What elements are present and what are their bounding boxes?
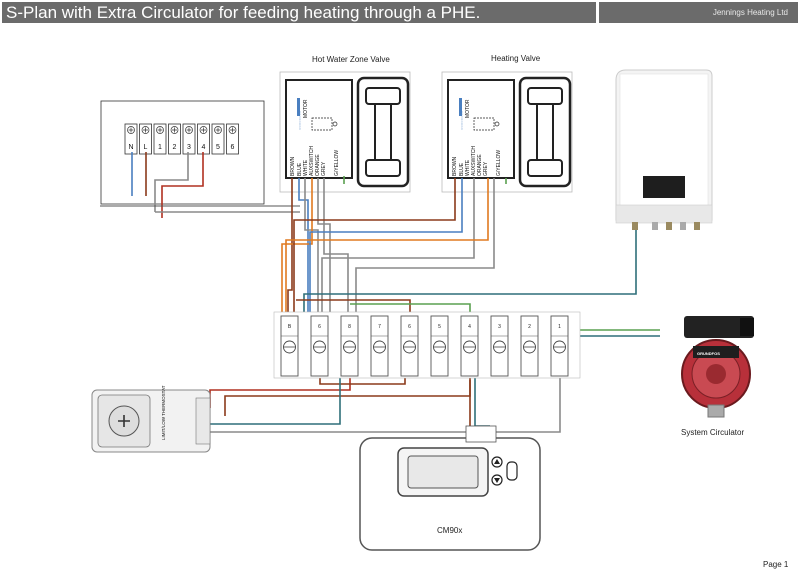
heating-valve: [441, 71, 573, 193]
valve-dots: ○○○○○○○○: [459, 110, 464, 130]
junction-terminal: 3: [490, 315, 509, 377]
valve-wire-label: BROWN: [290, 156, 296, 176]
valve-dots: ○○○○○○○○: [297, 110, 302, 130]
supply-terminal: 3: [182, 123, 196, 155]
valve-wire-label: BLUE: [297, 162, 303, 176]
junction-terminal-label: 6: [318, 324, 321, 330]
valve-wire-label: ORANGE: [477, 154, 483, 176]
supply-terminal-label: L: [144, 144, 148, 151]
supply-terminal: 2: [168, 123, 181, 155]
boiler: [615, 69, 713, 230]
junction-terminal-label: 3: [498, 324, 501, 330]
programmer-label: CM90x: [437, 526, 463, 535]
cm90x-programmer: [359, 425, 541, 551]
junction-terminal: 7: [370, 315, 389, 377]
supply-terminal: 4: [197, 123, 210, 155]
circulator-label: System Circulator: [681, 428, 745, 437]
supply-terminal-label: 6: [231, 144, 235, 151]
junction-strip: B 6 8 7 6 5 4 3 2 1: [273, 311, 581, 379]
valve-motor-label: MOTOR: [303, 99, 309, 118]
supply-terminal: N: [124, 123, 138, 155]
junction-terminal-label: B: [288, 324, 292, 330]
junction-terminal: B: [280, 315, 299, 377]
thermostat-label: LIMIT/LOW THERMOSTAT: [161, 385, 166, 440]
valve-wire-label: GREY: [321, 161, 327, 176]
junction-terminal-label: 4: [468, 324, 471, 330]
junction-terminal-label: 5: [438, 324, 441, 330]
valve-wire-label: ORANGE: [315, 154, 321, 176]
supply-terminal-label: 4: [202, 144, 206, 151]
junction-terminal: 2: [520, 315, 539, 377]
heating-valve-label: Heating Valve: [491, 54, 541, 63]
valve-wire-label: G/YELLOW: [334, 150, 340, 176]
junction-terminal-label: 7: [378, 324, 381, 330]
supply-terminal-label: 2: [173, 144, 177, 151]
supply-terminal: 5: [211, 123, 225, 155]
valve-motor-label: MOTOR: [465, 99, 471, 118]
junction-terminal: 6: [310, 315, 329, 377]
valve-wire-label: WHITE: [465, 159, 471, 176]
valve-wire-label: AUXSWITCH: [471, 146, 477, 176]
junction-terminal: 8: [340, 315, 359, 377]
supply-terminal: 1: [153, 123, 167, 155]
supply-terminal: L: [139, 123, 152, 155]
junction-terminal-label: 8: [348, 324, 351, 330]
valve-wire-label: AUXSWITCH: [309, 146, 315, 176]
supply-terminal-label: 1: [158, 144, 162, 151]
hot-water-zone-valve: [279, 71, 411, 193]
supply-terminal-label: 3: [187, 144, 191, 151]
valve-wire-label: GREY: [483, 161, 489, 176]
valve-wire-label: BROWN: [452, 156, 458, 176]
diagram-title: S-Plan with Extra Circulator for feeding…: [2, 2, 596, 23]
supply-terminal-label: 5: [216, 144, 220, 151]
junction-terminal: 4: [460, 315, 479, 377]
junction-terminal: 5: [430, 315, 449, 377]
supply-terminal-box: N L 1 2 3 4 5 6: [100, 100, 265, 205]
pump-brand-label: GRUNDFOS: [697, 351, 720, 356]
page-number: Page 1: [763, 560, 789, 569]
junction-terminal: 1: [550, 315, 569, 377]
valve-wire-label: WHITE: [303, 159, 309, 176]
junction-terminal: 6: [400, 315, 419, 377]
valve-wire-label: BLUE: [459, 162, 465, 176]
junction-terminal-label: 2: [528, 324, 531, 330]
supply-terminal-label: N: [128, 144, 133, 151]
supply-terminal: 6: [226, 123, 239, 155]
junction-terminal-label: 1: [558, 324, 561, 330]
system-circulator-pump: [681, 316, 754, 418]
junction-terminal-label: 6: [408, 324, 411, 330]
valve-wire-label: G/YELLOW: [496, 150, 502, 176]
hw-valve-label: Hot Water Zone Valve: [312, 55, 390, 64]
limit-thermostat: [91, 389, 211, 453]
company-name: Jennings Heating Ltd: [599, 2, 798, 23]
title-bar: S-Plan with Extra Circulator for feeding…: [0, 0, 800, 26]
